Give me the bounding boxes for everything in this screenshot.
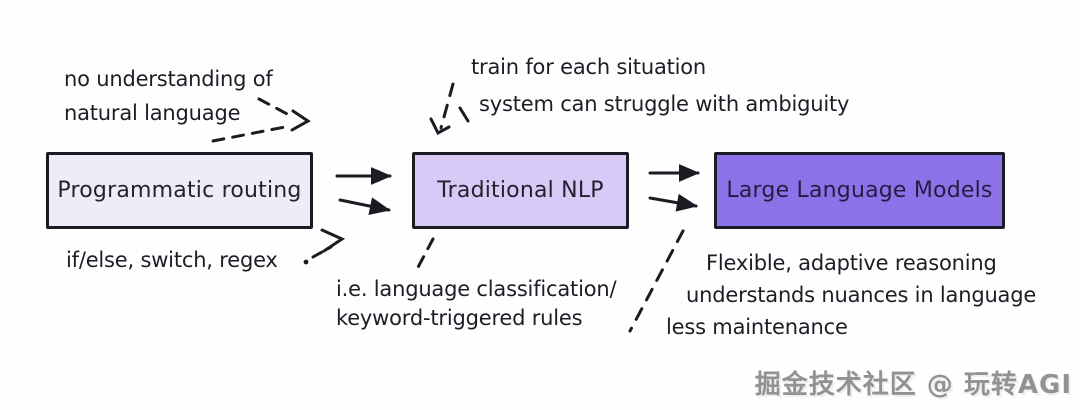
annotation-struggle-ambiguity: system can struggle with ambiguity	[479, 92, 850, 116]
annotation-language-classification: i.e. language classification/ keyword-tr…	[336, 275, 617, 333]
annotation-understands-nuances: understands nuances in language	[686, 283, 1037, 307]
dashed-pointer-ifelse	[303, 228, 346, 265]
dashed-pointer-train	[429, 82, 470, 136]
annotation-line: i.e. language classification/	[336, 277, 617, 301]
box-label: Programmatic routing	[57, 178, 302, 203]
arrows-nlp-to-llm	[648, 164, 700, 212]
box-large-language-models: Large Language Models	[714, 152, 1005, 229]
annotation-line: natural language	[64, 101, 241, 125]
box-label: Traditional NLP	[437, 178, 604, 203]
dashed-pointer-classification	[414, 237, 435, 273]
annotation-line: no understanding of	[64, 67, 273, 91]
box-traditional-nlp: Traditional NLP	[412, 152, 629, 229]
annotation-less-maintenance: less maintenance	[666, 315, 848, 339]
watermark-text: 掘金技术社区 @ 玩转AGI	[754, 370, 1072, 400]
box-label: Large Language Models	[726, 178, 993, 203]
annotation-train-each-situation: train for each situation	[471, 55, 707, 79]
annotation-line: keyword-triggered rules	[336, 306, 583, 330]
annotation-no-understanding: no understanding of natural language	[64, 62, 273, 130]
annotation-ifelse-switch-regex: if/else, switch, regex	[66, 248, 278, 272]
box-programmatic-routing: Programmatic routing	[46, 152, 313, 229]
annotation-flexible-reasoning: Flexible, adaptive reasoning	[706, 251, 997, 275]
arrows-prog-to-nlp	[335, 167, 392, 215]
